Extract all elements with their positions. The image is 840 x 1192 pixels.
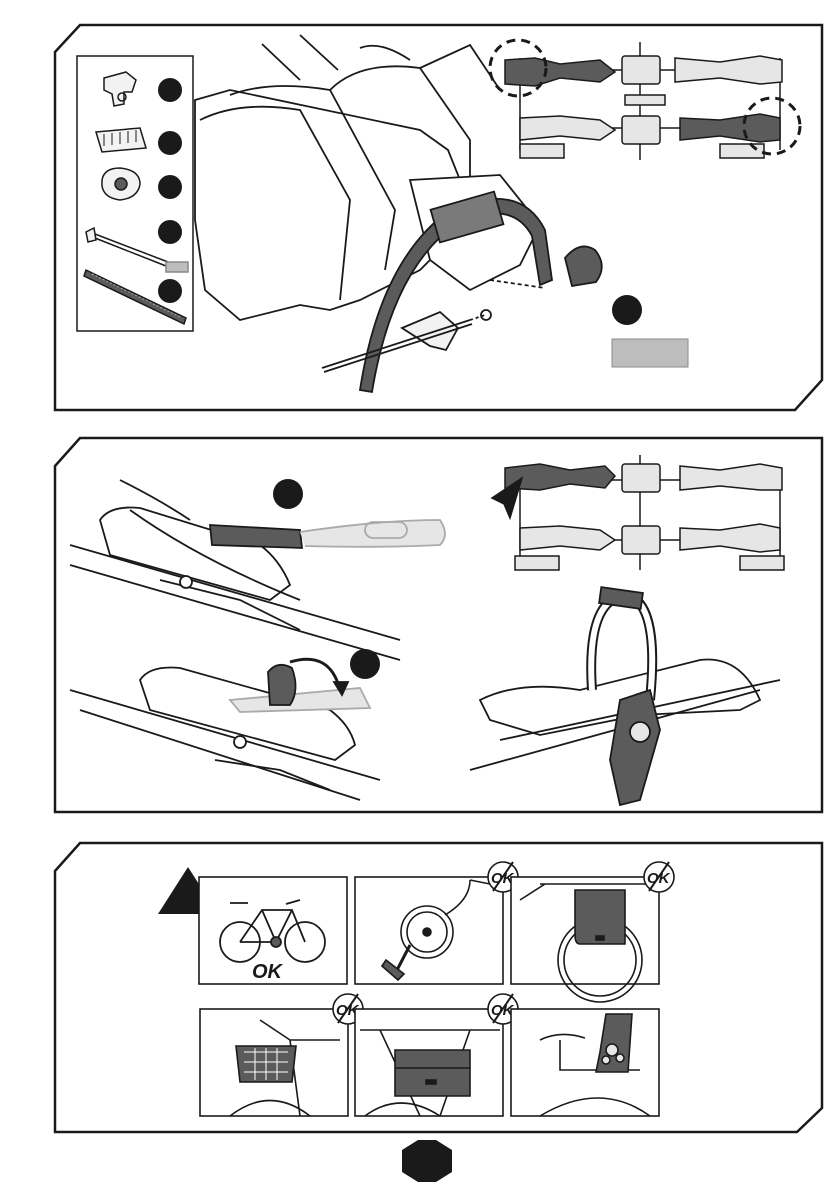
panel-bottom: OK OK <box>55 843 822 1182</box>
ok-label: OK <box>252 961 284 983</box>
basket-scene: OK <box>200 994 363 1116</box>
panel-middle <box>55 438 822 812</box>
part-marker-3 <box>158 175 182 199</box>
step-marker-middle-1 <box>273 479 303 509</box>
bicycle-scene: OK <box>199 877 347 984</box>
pannier-bag-scene: OK <box>511 862 674 1002</box>
strap-tighten-scene <box>70 480 445 660</box>
step-marker-middle-2 <box>350 649 380 679</box>
child-seat-scene <box>511 1009 659 1116</box>
part-marker-4 <box>158 220 182 244</box>
part-marker-2 <box>158 131 182 155</box>
clamp-part-icon <box>104 72 136 106</box>
knob-lock-scene <box>70 659 380 800</box>
knob-part-icon <box>102 168 140 200</box>
part-marker-5 <box>158 279 182 303</box>
rubber-pad-icon <box>96 128 146 152</box>
parts-list <box>77 56 193 331</box>
carrier-illustration <box>195 35 602 392</box>
not-ok-badge-2: OK <box>644 862 674 892</box>
child-wheel-scene: OK <box>355 862 518 984</box>
carrier-topview-1 <box>490 40 800 160</box>
carrier-topview-2 <box>492 455 784 570</box>
page-number-hexagon <box>402 1140 452 1182</box>
gray-label-box <box>612 339 688 367</box>
part-marker-1 <box>158 78 182 102</box>
panel-top <box>55 25 822 410</box>
strap-mounted-scene <box>470 587 780 805</box>
frame-bag-scene: OK <box>355 994 518 1116</box>
panel-middle-frame <box>55 438 822 812</box>
step-marker-top <box>612 295 642 325</box>
